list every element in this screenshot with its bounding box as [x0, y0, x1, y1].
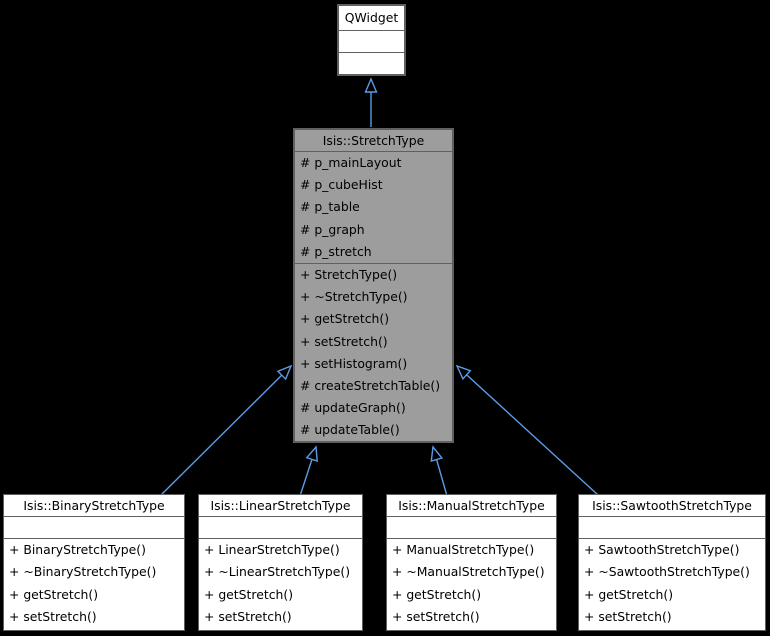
methods-compartment: + LinearStretchType() + ~LinearStretchTyp…	[199, 538, 362, 629]
class-title-binary-stretch-type[interactable]: Isis::BinaryStretchType	[23, 498, 165, 513]
member-row: + getStretch()	[204, 586, 294, 602]
methods-compartment: + ManualStretchType() + ~ManualStretchTyp…	[387, 538, 556, 629]
member-row: + BinaryStretchType()	[9, 542, 146, 557]
methods-compartment: + BinaryStretchType() + ~BinaryStretchTyp…	[4, 538, 184, 629]
class-node-stretch-type[interactable]: Isis::StretchType # p_mainLayout# p_cube…	[293, 128, 454, 443]
class-node-manual-stretch-type[interactable]: Isis::ManualStretchType + ManualStretchT…	[386, 494, 557, 631]
attributes-compartment: # p_mainLayout # p_cubeHist # p_table # p_g…	[295, 151, 452, 263]
inheritance-arrow-binary-to-stretch	[159, 364, 293, 497]
member-row: + ~BinaryStretchType()	[9, 564, 157, 580]
member-row: + getStretch()	[9, 586, 99, 602]
member-row: # updateTable()	[300, 422, 400, 438]
class-node-sawtooth-stretch-type[interactable]: Isis::SawtoothStretchType + SawtoothStre…	[578, 494, 766, 631]
member-row: + StretchType()	[300, 267, 398, 283]
member-row: # createStretchTable()	[300, 378, 441, 394]
class-title-stretch-type[interactable]: Isis::StretchType	[322, 133, 425, 148]
member-row: # p_cubeHist	[300, 177, 383, 193]
attributes-compartment	[339, 30, 404, 52]
class-title-linear-stretch-type[interactable]: Isis::LinearStretchType	[210, 498, 351, 513]
member-row: # p_stretch	[300, 243, 372, 259]
member-row: + setStretch()	[392, 609, 480, 625]
member-row: + ~ManualStretchType()	[392, 564, 545, 580]
member-row: # p_mainLayout	[300, 155, 402, 170]
member-row: + getStretch()	[392, 586, 482, 602]
class-title-manual-stretch-type[interactable]: Isis::ManualStretchType	[398, 498, 545, 513]
attributes-compartment	[387, 516, 556, 538]
member-row: # p_table	[300, 199, 360, 215]
member-row: + setStretch()	[584, 609, 672, 625]
methods-compartment	[339, 52, 404, 74]
member-row: + setStretch()	[9, 609, 97, 625]
member-row: + ~SawtoothStretchType()	[584, 564, 750, 580]
inheritance-arrow-linear-to-stretch	[299, 445, 318, 497]
attributes-compartment	[579, 516, 765, 538]
member-row: + SawtoothStretchType()	[584, 542, 740, 557]
methods-compartment: + SawtoothStretchType() + ~SawtoothStretc…	[579, 538, 765, 629]
member-row: + ~LinearStretchType()	[204, 564, 351, 580]
member-row: + getStretch()	[584, 586, 674, 602]
inheritance-arrow-sawtooth-to-stretch	[455, 364, 599, 496]
class-node-linear-stretch-type[interactable]: Isis::LinearStretchType + LinearStretchT…	[198, 494, 363, 631]
attributes-compartment	[199, 516, 362, 538]
member-row: + LinearStretchType()	[204, 542, 340, 557]
member-row: + setStretch()	[204, 609, 292, 625]
member-row: + ManualStretchType()	[392, 542, 535, 557]
class-node-binary-stretch-type[interactable]: Isis::BinaryStretchType + BinaryStretchT…	[3, 494, 185, 631]
member-row: + setHistogram()	[300, 355, 408, 371]
methods-compartment: + StretchType() + ~StretchType() + getStre…	[295, 263, 452, 441]
attributes-compartment	[4, 516, 184, 538]
member-row: + setStretch()	[300, 333, 388, 349]
inheritance-arrow-manual-to-stretch	[430, 445, 448, 497]
member-row: + ~StretchType()	[300, 289, 408, 305]
member-row: # p_graph	[300, 221, 365, 237]
member-row: + getStretch()	[300, 311, 390, 327]
class-title-qwidget[interactable]: QWidget	[344, 10, 399, 25]
member-row: # updateGraph()	[300, 400, 406, 416]
class-title-sawtooth-stretch-type[interactable]: Isis::SawtoothStretchType	[592, 498, 752, 513]
class-node-qwidget[interactable]: QWidget	[337, 4, 406, 76]
